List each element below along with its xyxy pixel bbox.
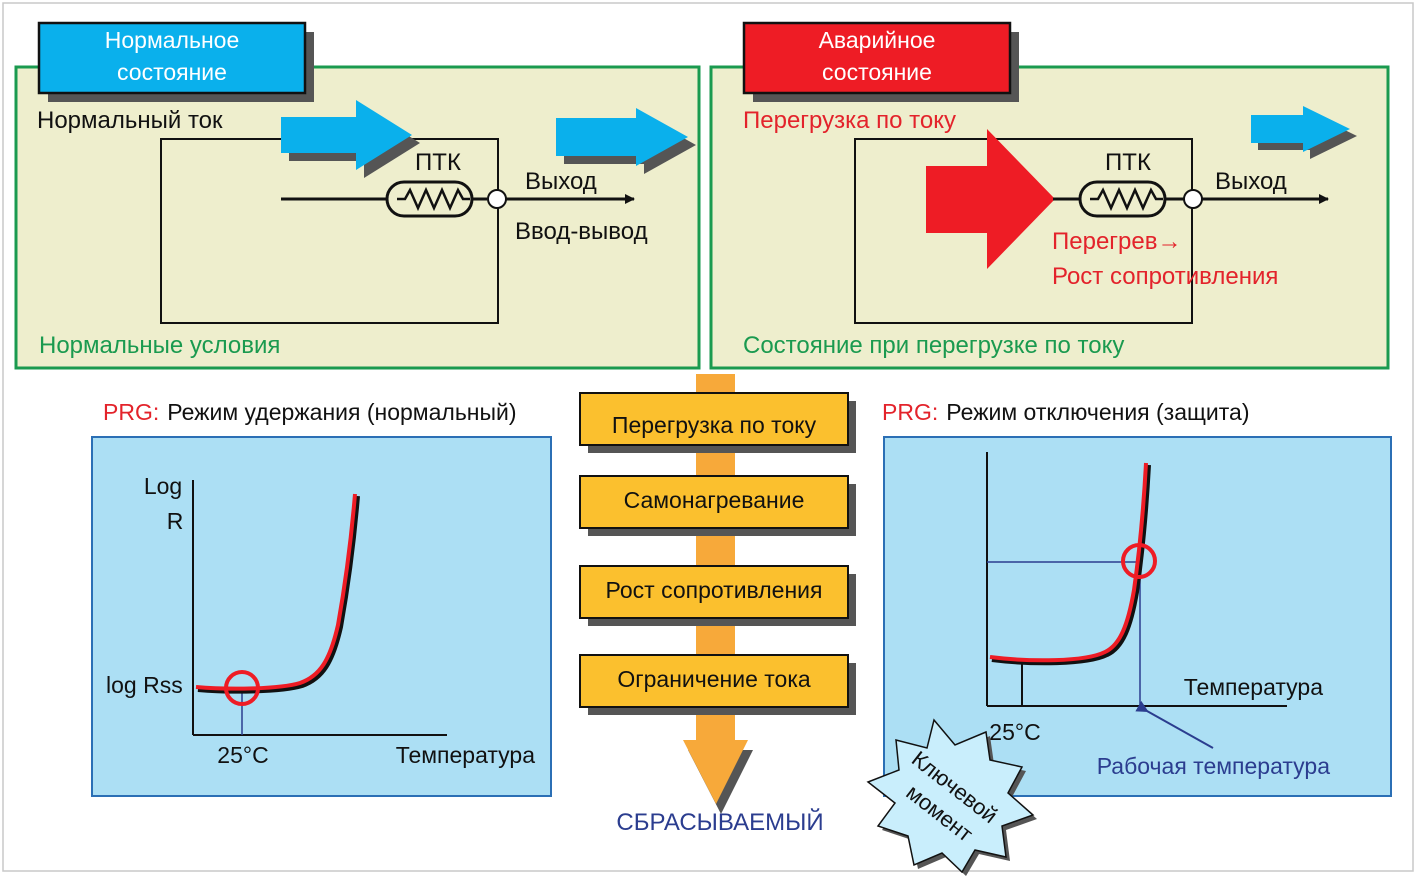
alarm-overload-label: Перегрузка по току (743, 107, 956, 134)
normal-ptc-label: ПТК (415, 149, 461, 176)
hold-y-label-line1: Log (144, 473, 182, 499)
trip-graph-title-text: Режим отключения (защита) (946, 399, 1249, 425)
flow-step-label: Самонагревание (624, 487, 805, 513)
trip-mode-graph: PRG: Режим отключения (защита) Температур… (882, 399, 1392, 797)
alarm-conditions-label: Состояние при перегрузке по току (743, 332, 1124, 359)
alarm-overheat-line2: Рост сопротивления (1052, 263, 1278, 290)
operating-temp-pointer (1135, 700, 1214, 749)
normal-io-label: Ввод-вывод (515, 218, 648, 245)
normal-conditions-label: Нормальные условия (39, 332, 280, 359)
hold-x-label: Температура (396, 742, 536, 768)
star-burst-icon: Ключевой момент (866, 718, 1037, 876)
normal-tab-line2: состояние (117, 59, 227, 85)
normal-state-panel: Нормальное состояние Нормальный ток ПТК … (14, 21, 701, 370)
alarm-tab-line1: Аварийное (819, 27, 936, 53)
trip-x-label: Температура (1184, 674, 1324, 700)
trip-graph-frame (883, 436, 1392, 797)
flow-arrow-icon (281, 100, 420, 178)
hold-x-marker: 25°C (217, 742, 268, 768)
normal-output-node (487, 189, 507, 209)
flow-arrow-icon (1251, 106, 1357, 159)
flow-arrow-icon (556, 108, 696, 174)
flow-step-resistance-rise: Рост сопротивления (579, 565, 856, 626)
alarm-output-label: Выход (1215, 168, 1287, 195)
normal-current-label: Нормальный ток (37, 107, 223, 134)
alarm-overheat-line1: Перегрев→ (1052, 228, 1182, 255)
alarm-state-panel: Аварийное состояние Перегрузка по току П… (709, 21, 1390, 370)
alarm-circuit-box (854, 138, 1193, 324)
trip-curve-shadow (991, 464, 1151, 666)
trip-graph-prefix: PRG: (882, 399, 938, 425)
hold-curve-shadow (197, 495, 360, 694)
alarm-output-node (1183, 189, 1203, 209)
hold-y-marker: log Rss (106, 672, 183, 698)
alarm-ptc-label: ПТК (1105, 149, 1151, 176)
normal-tab-line1: Нормальное (105, 27, 240, 53)
flow-step-self-heating: Самонагревание (579, 475, 856, 536)
flow-step-current-limit: Ограничение тока (579, 654, 856, 715)
normal-tab (37, 21, 307, 95)
hold-graph-title-text: Режим удержания (нормальный) (167, 399, 516, 425)
flow-step-label: Ограничение тока (617, 666, 811, 692)
ptc-resistor-icon (1078, 180, 1167, 218)
flow-arrowhead (683, 740, 748, 804)
trip-marker-circle (1121, 543, 1157, 579)
operating-temp-label: Рабочая температура (1097, 753, 1330, 779)
flow-arrow-icon (926, 129, 1055, 269)
flow-step-label: Рост сопротивления (606, 577, 823, 603)
hold-y-label-line2: R (167, 508, 184, 534)
trip-graph-title: PRG: Режим отключения (защита) (882, 399, 1250, 425)
trip-curve (989, 462, 1148, 663)
hold-graph-frame (91, 436, 552, 797)
flow-result-label: СБРАСЫВАЕМЫЙ (616, 808, 823, 836)
hold-graph-title: PRG: Режим удержания (нормальный) (103, 399, 517, 425)
process-flow: Перегрузка по току Самонагревание Рост с… (579, 374, 856, 836)
hold-mode-graph: PRG: Режим удержания (нормальный) Log R l… (91, 399, 552, 797)
flow-step-overload: Перегрузка по току (579, 392, 856, 453)
flow-step-label: Перегрузка по току (612, 412, 817, 438)
hold-marker-circle (224, 670, 260, 706)
hold-curve (195, 493, 357, 691)
ptc-resistor-icon (385, 180, 474, 218)
alarm-tab (742, 21, 1012, 95)
hold-graph-prefix: PRG: (103, 399, 159, 425)
normal-output-label: Выход (525, 168, 597, 195)
alarm-tab-line2: состояние (822, 59, 932, 85)
trip-x-marker: 25°C (989, 719, 1040, 745)
